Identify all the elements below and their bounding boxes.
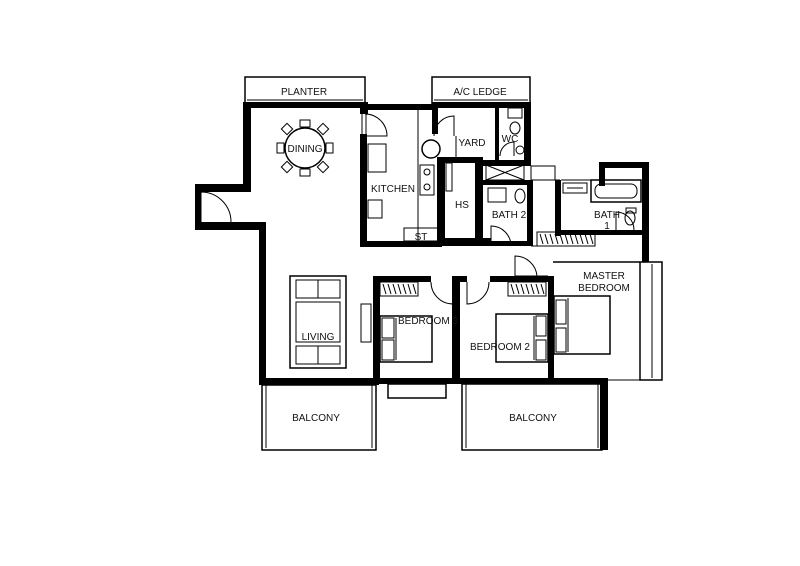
- bath-fixtures: [487, 179, 642, 226]
- bath1-label-line1: BATH: [594, 210, 620, 221]
- wc-label: WC: [502, 134, 519, 145]
- planter-label: PLANTER: [281, 87, 327, 98]
- room-labels: PLANTER A/C LEDGE DINING YARD WC KITCHEN…: [281, 87, 630, 424]
- kitchen-fixtures: [367, 110, 441, 242]
- dining-label: DINING: [288, 144, 323, 155]
- outlines: [244, 76, 663, 451]
- master-bedroom-label-line2: BEDROOM: [578, 283, 630, 294]
- bath2-label: BATH 2: [492, 210, 527, 221]
- walls: [195, 102, 649, 450]
- ac-ledge-label: A/C LEDGE: [453, 87, 507, 98]
- bedroom3-label: BEDROOM 3: [398, 316, 458, 327]
- living-furniture: [289, 275, 372, 369]
- doors: [200, 113, 635, 305]
- balcony-left-label: BALCONY: [292, 413, 340, 424]
- balcony-right-label: BALCONY: [509, 413, 557, 424]
- beds: [379, 295, 611, 363]
- hs-label: HS: [455, 200, 469, 211]
- st-label: ST: [415, 232, 428, 243]
- service-fixtures: [445, 107, 525, 192]
- living-label: LIVING: [302, 332, 335, 343]
- yard-label: YARD: [458, 138, 485, 149]
- wardrobes: [379, 231, 596, 297]
- bedroom2-label: BEDROOM 2: [470, 342, 530, 353]
- master-bedroom-label-line1: MASTER: [583, 271, 625, 282]
- bath1-label-line2: 1: [604, 221, 610, 232]
- dining-table: [276, 119, 334, 177]
- kitchen-label: KITCHEN: [371, 184, 415, 195]
